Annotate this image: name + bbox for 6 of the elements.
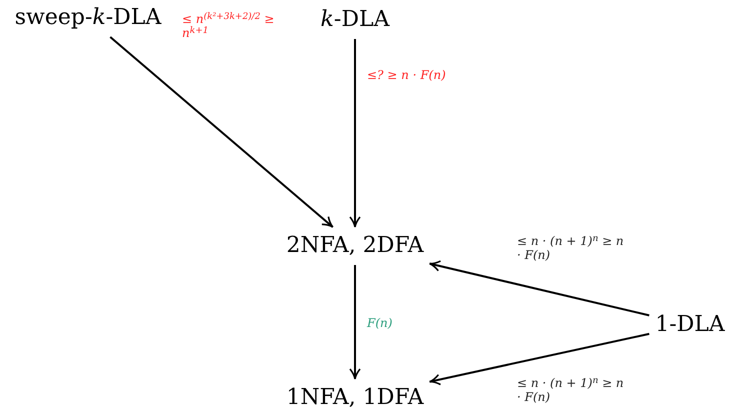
edge-label: ≤? ≥ n · F(n) (367, 68, 447, 82)
node-label: 1-DLA (655, 312, 725, 337)
node-label: sweep-k-DLA (14, 5, 162, 30)
node-label: 2NFA, 2DFA (286, 233, 424, 258)
node-label: 1NFA, 1DFA (286, 385, 424, 410)
node-label: k-DLA (320, 7, 390, 32)
